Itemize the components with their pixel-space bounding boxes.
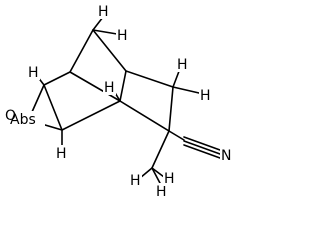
bond-right-bridgehead-ch2 [125, 70, 174, 88]
atom-labels: H H H H H H O Abs H N H H H [4, 3, 234, 200]
atom-label-h-ch2-right: H [200, 88, 211, 104]
atom-label-h-ch2-top: H [177, 57, 188, 73]
bond-bridge-h-right [92, 29, 118, 35]
bond-bridgehead-low-epoxide-c [61, 100, 121, 131]
atom-label-h-lower-left: H [56, 146, 67, 162]
bond-nitrile-triple-a [183, 136, 221, 151]
bond-methyl-h3 [151, 167, 165, 178]
bond-nitrile-triple-b [183, 140, 221, 155]
atom-label-h-upper-left: H [28, 65, 39, 81]
bond-upper-ring-ch [43, 71, 71, 86]
atom-label-abs-flag: Abs [10, 112, 36, 128]
bond-upper-to-bridgehead-low [69, 71, 121, 102]
bond-bridge-c-upper-bridgehead [69, 29, 94, 73]
bond-ch2-h-right [172, 86, 200, 94]
atom-label-h-bridge-top: H [98, 4, 109, 20]
bond-methyl-h2 [151, 167, 162, 186]
atom-label-h-methyl-1: H [130, 173, 141, 189]
atom-label-h-bridgehead-lower: H [104, 80, 115, 96]
atom-label-nitrogen: N [221, 148, 231, 164]
bond-quaternary-nitrile-c [168, 130, 185, 141]
bond-epoxide-c1-o [31, 84, 45, 113]
molecule-structure: H H H H H H O Abs H N H H H [4, 3, 234, 200]
bond-epoxide-c-c [43, 84, 63, 131]
bond-ch2-quaternary [168, 86, 174, 132]
bond-nitrile-triple-c [183, 144, 221, 159]
atom-label-oxygen: O [5, 108, 16, 124]
bond-bridgehead-low-quaternary [119, 100, 170, 132]
bond-bridge-h-top [92, 16, 104, 31]
bond-bridge-c-right-bridgehead [92, 29, 127, 72]
bond-quaternary-methyl [151, 130, 170, 169]
atom-label-h-bridge-right: H [117, 28, 128, 44]
atom-label-h-methyl-3: H [164, 171, 175, 187]
atom-label-h-methyl-2: H [156, 184, 167, 200]
bond-right-bridgehead-low-bridgehead [119, 70, 127, 102]
